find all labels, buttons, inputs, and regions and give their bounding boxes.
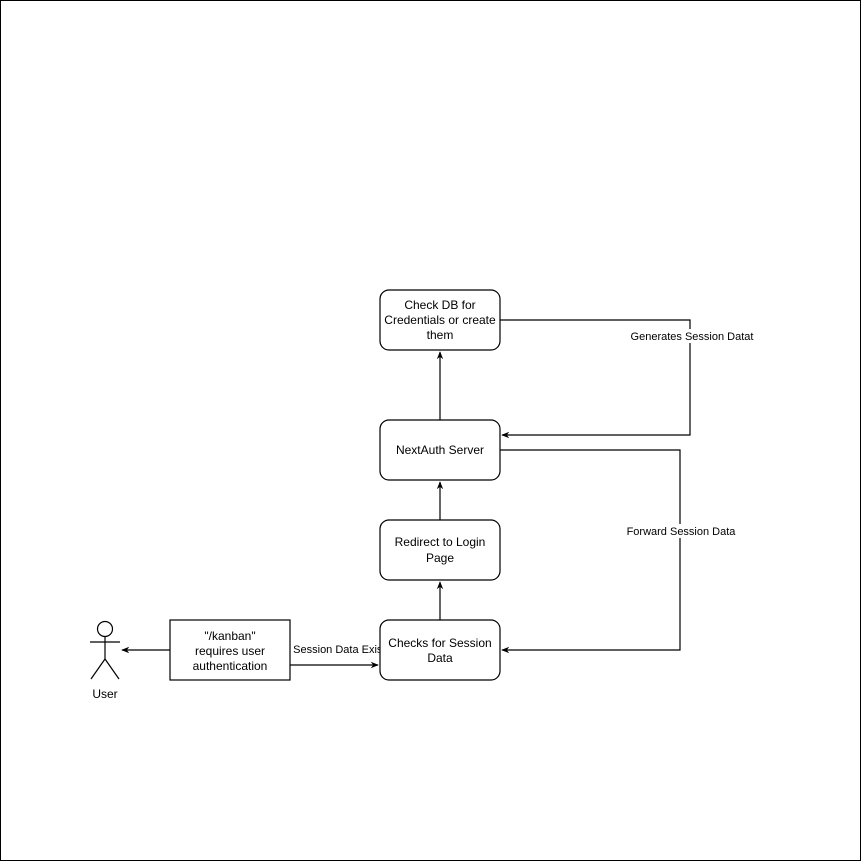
user-label: User <box>92 687 117 701</box>
svg-text:If Session Data Exis: If Session Data Exis <box>284 644 383 656</box>
svg-text:Credentials or create: Credentials or create <box>384 313 496 327</box>
svg-text:Checks for Session: Checks for Session <box>388 636 491 650</box>
edge-nextauth-to-checks <box>500 449 681 654</box>
svg-text:Data: Data <box>427 651 453 665</box>
svg-text:Page: Page <box>426 551 454 565</box>
node-check-db[interactable]: Check DB for Credentials or create them <box>379 289 501 351</box>
edge-label-if-session-exists: If Session Data Exis <box>284 642 383 656</box>
svg-text:NextAuth Server: NextAuth Server <box>396 443 484 457</box>
user-actor-icon[interactable] <box>90 620 120 680</box>
node-nextauth-server[interactable]: NextAuth Server <box>379 419 501 481</box>
svg-text:Generates Session Datat: Generates Session Datat <box>631 331 754 343</box>
svg-text:Redirect to Login: Redirect to Login <box>395 535 486 549</box>
node-kanban[interactable]: "/kanban" requires user authentication <box>169 619 291 681</box>
edge-label-generates-session: Generates Session Datat <box>628 329 756 343</box>
svg-text:authentication: authentication <box>193 659 268 673</box>
svg-text:them: them <box>427 328 454 342</box>
svg-text:"/kanban": "/kanban" <box>204 629 255 643</box>
svg-text:Check DB for: Check DB for <box>404 298 475 312</box>
edge-checkdb-to-nextauth <box>500 319 691 439</box>
node-checks-session[interactable]: Checks for Session Data <box>379 619 501 681</box>
svg-text:Forward Session Data: Forward Session Data <box>627 526 737 538</box>
svg-text:requires user: requires user <box>195 644 265 658</box>
edge-label-forward-session: Forward Session Data <box>624 524 740 538</box>
node-redirect-login[interactable]: Redirect to Login Page <box>379 519 501 581</box>
